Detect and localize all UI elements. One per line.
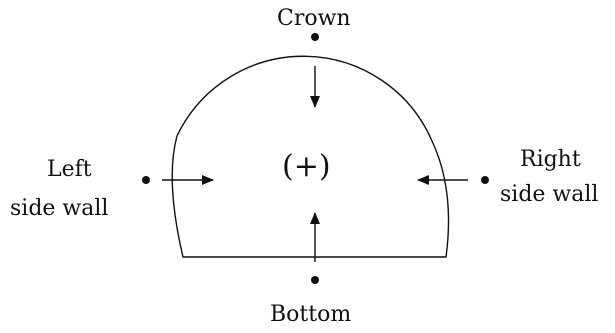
right-wall-label-line2: side wall (500, 182, 599, 207)
bottom-point (311, 276, 319, 284)
left-wall-label-line1: Left (47, 157, 92, 182)
tunnel-outline (171, 55, 450, 258)
right-wall-point (481, 176, 489, 184)
crown-label: Crown (277, 6, 351, 31)
left-wall-label-line2: side wall (10, 196, 109, 221)
center-sign: (+) (282, 149, 331, 184)
right-wall-label-line1: Right (520, 147, 581, 172)
left-wall-point (142, 176, 150, 184)
crown-point (311, 33, 319, 41)
bottom-label: Bottom (270, 302, 352, 327)
